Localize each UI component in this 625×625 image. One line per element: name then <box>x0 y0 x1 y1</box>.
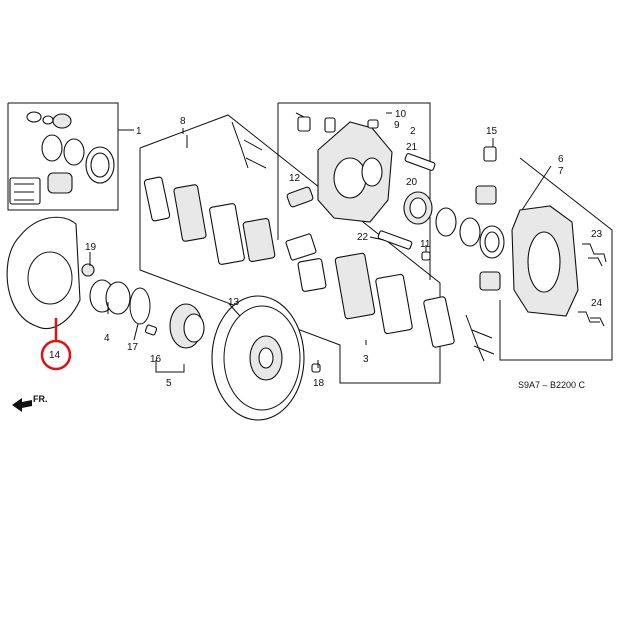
callout-15: 15 <box>486 126 498 137</box>
seal-kit-group <box>7 102 134 211</box>
leader-lines <box>89 112 552 368</box>
callout-23: 23 <box>591 229 603 240</box>
bracket-group <box>475 146 613 361</box>
front-direction-marker: FR. <box>12 394 48 412</box>
callout-13: 13 <box>228 297 240 308</box>
callout-14: 14 <box>49 350 61 361</box>
callout-3: 3 <box>363 354 369 365</box>
callout-21: 21 <box>406 142 418 153</box>
caliper-group <box>277 102 505 280</box>
callout-8: 8 <box>180 116 186 127</box>
callout-12: 12 <box>289 173 301 184</box>
callout-2: 2 <box>410 126 416 137</box>
callout-17: 17 <box>127 342 139 353</box>
callout-7: 7 <box>558 166 564 177</box>
disc-rotor <box>211 295 321 421</box>
splash-shield <box>6 216 81 340</box>
callout-19: 19 <box>85 242 97 253</box>
callout-20: 20 <box>406 177 418 188</box>
callout-4: 4 <box>104 333 110 344</box>
callout-9: 9 <box>394 120 400 131</box>
callout-18: 18 <box>313 378 325 389</box>
callout-1: 1 <box>136 126 142 137</box>
pad-set-group <box>139 114 495 384</box>
callout-24: 24 <box>591 298 603 309</box>
callout-10: 10 <box>395 109 407 120</box>
hub-group <box>81 263 205 373</box>
highlight-marker-part-14 <box>40 318 72 371</box>
diagram-code: S9A7 – B2200 C <box>518 380 586 390</box>
front-label: FR. <box>33 394 48 404</box>
callout-16: 16 <box>150 354 162 365</box>
callout-6: 6 <box>558 154 564 165</box>
callout-5: 5 <box>166 378 172 389</box>
callout-11: 11 <box>420 239 431 250</box>
highlight-circle <box>40 339 72 371</box>
callout-22: 22 <box>357 232 369 243</box>
